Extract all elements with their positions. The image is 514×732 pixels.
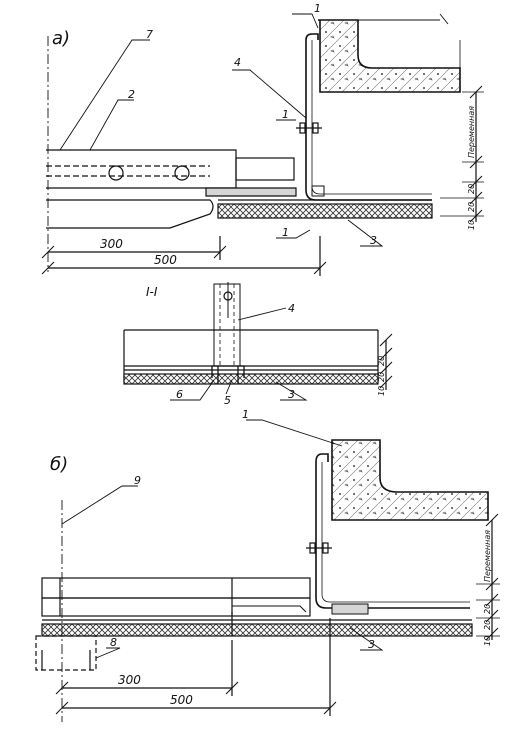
- label-1-1: I-I: [146, 285, 158, 299]
- dim-b-500: 500: [170, 693, 193, 707]
- dim-b-v10: 10: [483, 636, 492, 646]
- support-8: [35, 635, 97, 671]
- bolt-b: [306, 542, 332, 554]
- callout-b-9: 9: [134, 474, 141, 487]
- vertical-strip-b: [315, 453, 470, 609]
- section-1-1: [123, 282, 393, 401]
- section-a: [41, 13, 484, 276]
- callout-a-3: 3: [370, 234, 377, 247]
- dim-a-300: 300: [100, 237, 123, 251]
- callout-a-1c: 1: [282, 226, 289, 239]
- callout-a-4: 4: [234, 56, 241, 69]
- dim-a-500: 500: [154, 253, 177, 267]
- callout-b-8: 8: [110, 636, 117, 649]
- dim-a-v20b: 20: [467, 184, 476, 194]
- dim-11-v20b: 20: [377, 356, 386, 366]
- dim-a-v10: 10: [467, 220, 476, 230]
- label-b: б): [50, 454, 68, 475]
- callout-a-1: 1: [314, 2, 321, 15]
- callout-11-4: 4: [288, 302, 295, 315]
- callout-11-5: 5: [224, 394, 231, 407]
- dim-11-v20a: 20: [377, 372, 386, 382]
- insulation-1-1: [123, 373, 379, 385]
- callout-b-3: 3: [368, 638, 375, 651]
- dim-b-var: Переменная: [483, 530, 492, 582]
- callout-11-3: 3: [288, 388, 295, 401]
- dim-11-v10: 10: [377, 386, 386, 396]
- panel-stack-b: [41, 577, 311, 617]
- concrete-wall-a: [318, 19, 461, 93]
- bolt-a: [296, 122, 322, 134]
- dim-b-v20a: 20: [483, 620, 492, 630]
- insulation-a: [217, 203, 433, 219]
- insulation-b: [41, 623, 473, 637]
- callout-11-6: 6: [176, 388, 183, 401]
- section-b: [35, 419, 500, 722]
- concrete-wall-b: [331, 439, 489, 521]
- callout-a-2: 2: [128, 88, 135, 101]
- dim-a-var: Переменная: [467, 106, 476, 158]
- callout-a-7: 7: [146, 28, 153, 41]
- panel-rail-a: [46, 149, 297, 229]
- dim-a-v20a: 20: [467, 202, 476, 212]
- callout-a-1b: 1: [282, 108, 289, 121]
- label-a: а): [52, 28, 70, 49]
- callout-b-1: 1: [242, 408, 249, 421]
- dim-b-v20b: 20: [483, 604, 492, 614]
- dim-b-300: 300: [118, 673, 141, 687]
